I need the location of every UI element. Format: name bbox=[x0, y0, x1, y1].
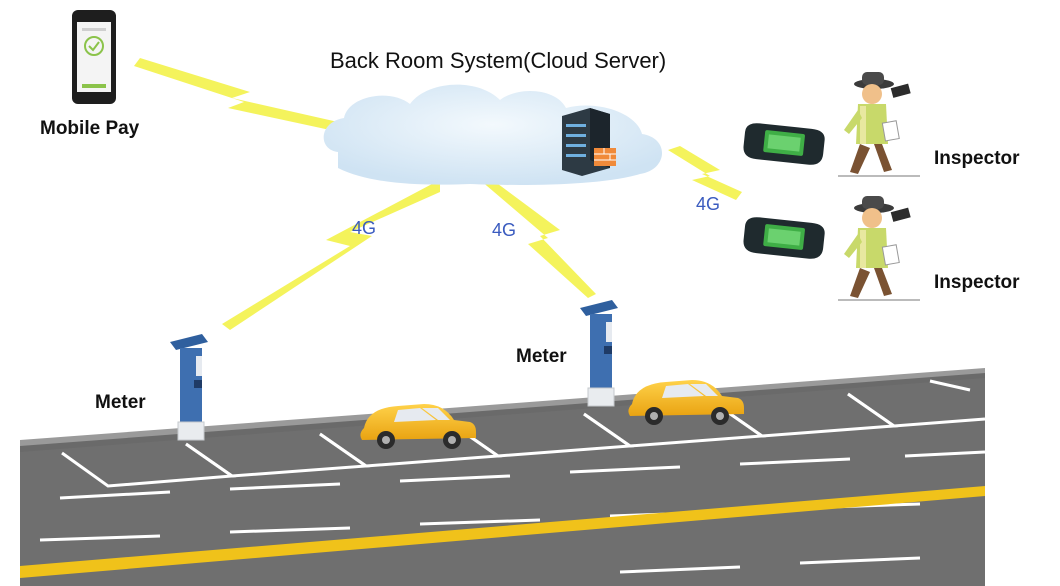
diagram-title: Back Room System(Cloud Server) bbox=[330, 48, 667, 73]
label-inspector-1: Inspector bbox=[934, 148, 1020, 169]
link-label-left: 4G bbox=[352, 218, 377, 238]
handheld-icon bbox=[742, 215, 826, 261]
meter-icon bbox=[579, 299, 619, 407]
label-meter-right: Meter bbox=[516, 346, 567, 367]
label-inspector-2: Inspector bbox=[934, 272, 1020, 293]
inspector-icon bbox=[837, 195, 921, 301]
handheld-icon bbox=[742, 121, 826, 167]
link-label-middle: 4G bbox=[492, 220, 517, 240]
label-meter-left: Meter bbox=[95, 392, 146, 413]
server-icon bbox=[562, 108, 616, 176]
inspector-icon bbox=[837, 71, 921, 177]
label-mobile-pay: Mobile Pay bbox=[40, 118, 140, 139]
phone-icon bbox=[72, 10, 116, 104]
link-label-right: 4G bbox=[696, 194, 721, 214]
cloud-icon bbox=[323, 84, 663, 185]
meter-icon bbox=[169, 333, 209, 441]
